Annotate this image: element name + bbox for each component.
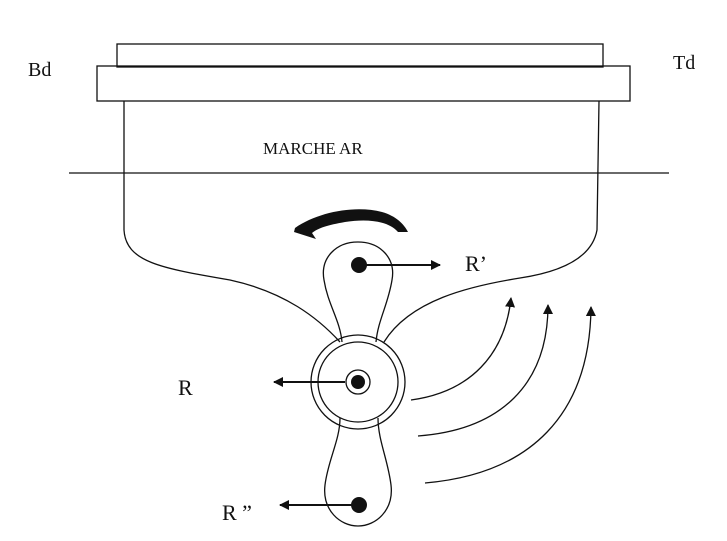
label-port: Bd [28, 59, 51, 81]
label-mode: MARCHE AR [263, 139, 363, 158]
label-starboard: Td [673, 52, 695, 74]
flow-arrow-inner [410, 297, 516, 401]
propeller-shaft-ring [345, 369, 371, 395]
label-r-prime: R’ [465, 251, 487, 276]
deck-upper [116, 43, 604, 68]
propeller-shaft-dot [351, 375, 365, 389]
deck-lower [96, 65, 631, 102]
flow-arrow-outer [424, 306, 596, 484]
rotation-arrow-icon [294, 209, 408, 239]
flow-arrow-middle [417, 304, 553, 437]
label-r: R [178, 375, 193, 400]
propeller-blade-upper [322, 241, 394, 343]
hull-outline-right [383, 100, 600, 343]
hull-outline [123, 101, 341, 343]
label-r-double: R ” [222, 500, 252, 525]
propeller-blade-lower [324, 417, 392, 527]
